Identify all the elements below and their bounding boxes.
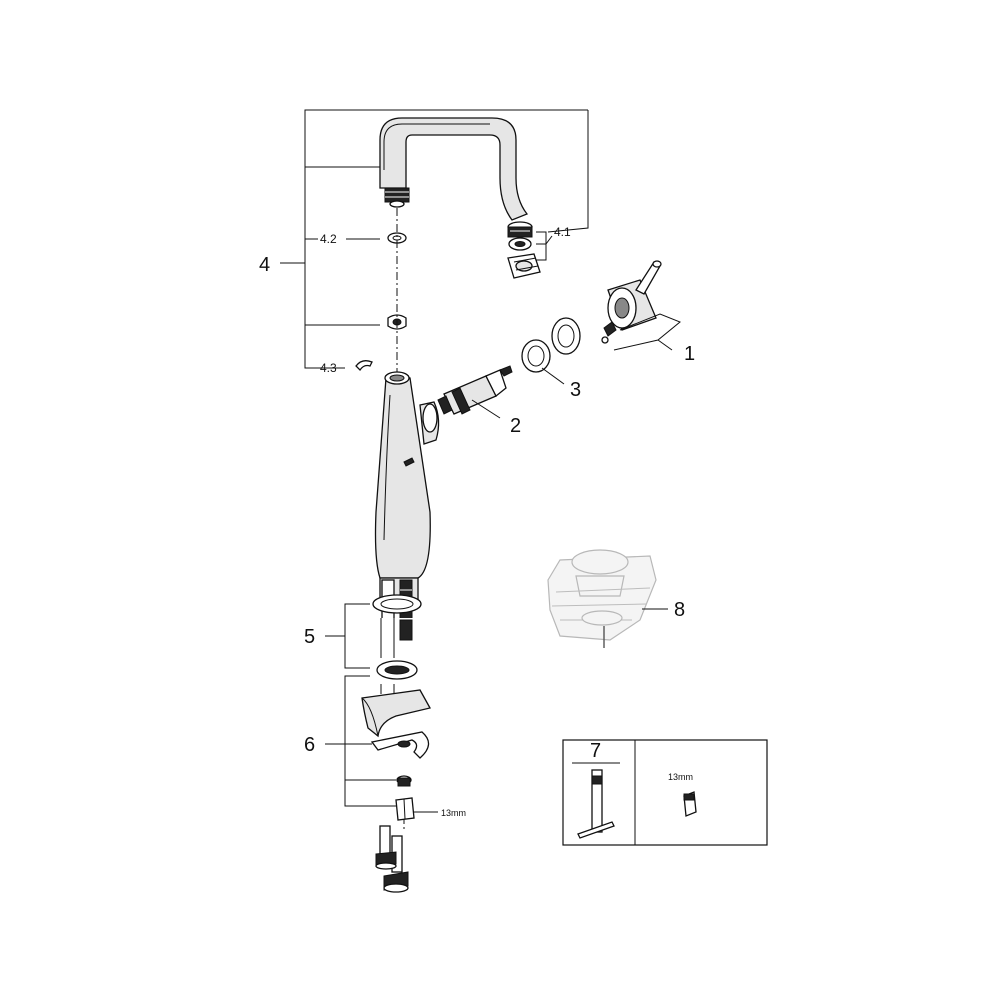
callout-4-3: 4.3 xyxy=(320,361,337,375)
callout-6: 6 xyxy=(304,734,315,756)
faucet-body xyxy=(374,371,440,601)
retaining-clip-4-3 xyxy=(355,360,373,372)
aerator-set xyxy=(507,221,553,279)
callout-4-2: 4.2 xyxy=(320,232,337,246)
cartridge-2 xyxy=(437,365,513,419)
callout-8: 8 xyxy=(674,599,685,621)
callout-1: 1 xyxy=(684,343,695,365)
callout-4: 4 xyxy=(259,254,270,276)
gasket-set-5 xyxy=(325,594,422,680)
callout-7: 7 xyxy=(590,740,601,762)
callout-3: 3 xyxy=(570,379,581,401)
pop-up-waste-8 xyxy=(547,549,668,648)
lever-handle-1 xyxy=(601,260,681,351)
adapter-ring-3 xyxy=(521,317,581,385)
group-4-bracket xyxy=(280,109,589,369)
callout-4-1: 4.1 xyxy=(554,225,571,239)
spout-thread xyxy=(384,187,410,203)
washer-4-2 xyxy=(387,232,407,244)
mounting-set-6 xyxy=(325,675,438,821)
supply-hoses xyxy=(375,825,409,893)
nut-size-label: 13mm xyxy=(441,808,466,818)
callout-5: 5 xyxy=(304,626,315,648)
tool-size-label: 13mm xyxy=(668,772,693,782)
callout-2: 2 xyxy=(510,415,521,437)
tool-box-7 xyxy=(562,739,768,846)
spout xyxy=(379,117,529,221)
